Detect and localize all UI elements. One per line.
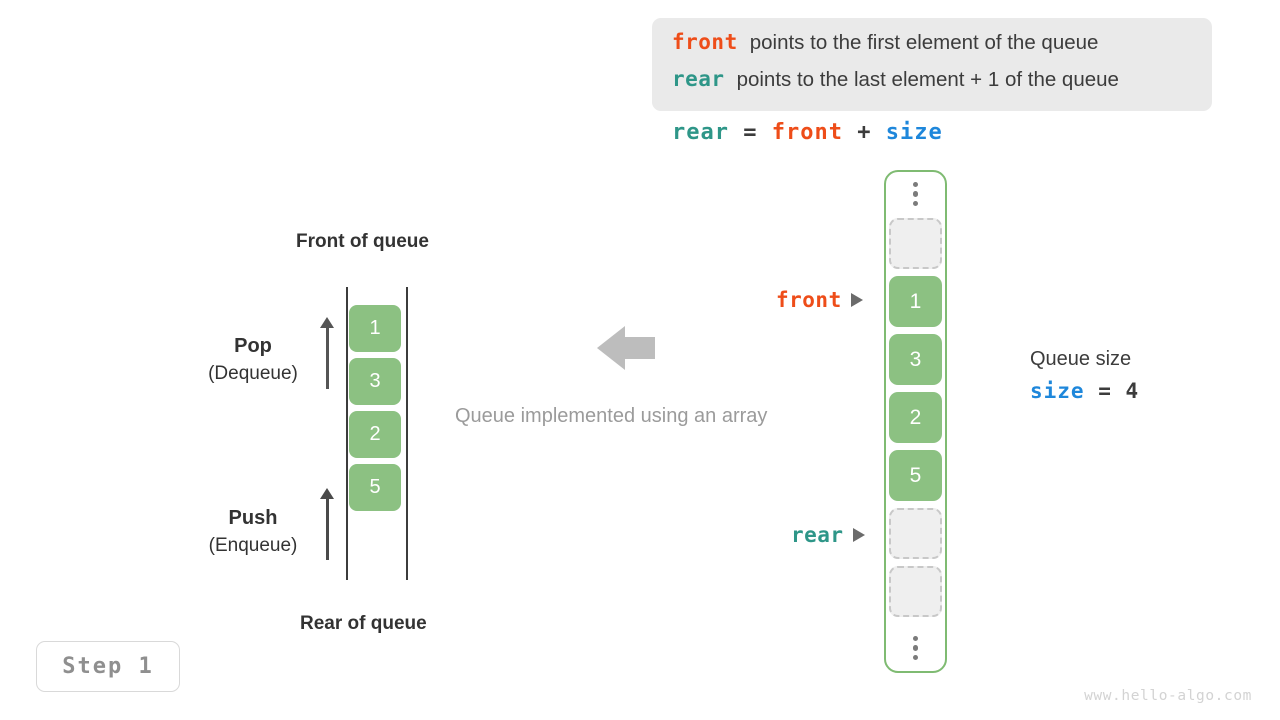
push-label-sub: (Enqueue)	[208, 535, 298, 556]
array-cell-filled: 2	[889, 392, 942, 443]
queue-rail-right	[406, 287, 408, 580]
legend-keyword-front: front	[672, 30, 738, 54]
array-cells: 1 3 2 5	[889, 170, 942, 672]
left-queue-cells: 1 3 2 5	[349, 305, 401, 517]
size-variable: size	[1030, 379, 1085, 403]
front-pointer: front	[776, 288, 863, 312]
formula-front: front	[771, 120, 843, 145]
legend-text-rear: points to the last element + 1 of the qu…	[736, 68, 1119, 91]
ellipsis-dots-icon-bottom	[889, 624, 942, 672]
pop-up-arrow-icon	[320, 317, 334, 389]
arrow-tail	[623, 337, 655, 359]
formula-rear-equals-front-plus-size: rear = front + size	[672, 120, 943, 145]
ellipsis-dots-icon-top	[889, 170, 942, 218]
left-queue-cell: 5	[349, 464, 401, 511]
pop-operation-label: Pop (Dequeue)	[196, 332, 310, 388]
front-pointer-label: front	[776, 288, 842, 312]
array-cell-empty	[889, 508, 942, 559]
legend-line-rear: rear points to the last element + 1 of t…	[672, 67, 1194, 104]
array-cell-empty	[889, 218, 942, 269]
push-label-name: Push	[228, 507, 278, 529]
rear-of-queue-label: Rear of queue	[300, 613, 427, 634]
legend-box: front points to the first element of the…	[652, 18, 1212, 111]
pointer-arrow-icon	[850, 293, 863, 307]
left-queue-cell: 3	[349, 358, 401, 405]
arrow-shaft	[326, 496, 329, 560]
formula-plus: +	[857, 120, 872, 145]
center-caption: Queue implemented using an array	[455, 405, 768, 427]
queue-rail-left	[346, 287, 348, 580]
arrow-head	[320, 488, 334, 499]
array-cell-filled: 5	[889, 450, 942, 501]
pop-label-name: Pop	[234, 335, 272, 357]
rear-pointer-label: rear	[791, 523, 844, 547]
front-of-queue-label: Front of queue	[296, 231, 429, 252]
pop-label-sub: (Dequeue)	[208, 363, 298, 384]
legend-keyword-rear: rear	[672, 67, 725, 91]
arrow-shaft	[326, 325, 329, 389]
legend-line-front: front points to the first element of the…	[672, 30, 1194, 67]
size-equals: =	[1098, 379, 1112, 403]
watermark: www.hello-algo.com	[1084, 688, 1252, 704]
queue-size-title: Queue size	[1030, 348, 1132, 370]
formula-size: size	[885, 120, 943, 145]
array-cell-filled: 3	[889, 334, 942, 385]
left-queue-cell: 2	[349, 411, 401, 458]
array-container	[884, 170, 947, 673]
formula-rear: rear	[672, 120, 729, 145]
push-up-arrow-icon	[320, 488, 334, 560]
size-value: 4	[1125, 379, 1140, 403]
rear-pointer: rear	[791, 523, 865, 547]
pointer-arrow-icon	[852, 528, 865, 542]
formula-equals: =	[743, 120, 758, 145]
arrow-tip	[597, 326, 625, 370]
push-operation-label: Push (Enqueue)	[196, 504, 310, 560]
step-badge: Step 1	[36, 641, 180, 692]
left-pointing-arrow-icon	[597, 326, 655, 370]
arrow-head	[320, 317, 334, 328]
array-cell-filled: 1	[889, 276, 942, 327]
array-cell-empty	[889, 566, 942, 617]
queue-size-expression: size = 4	[1030, 374, 1139, 408]
queue-size-info: Queue size size = 4	[1030, 344, 1139, 408]
left-queue-cell: 1	[349, 305, 401, 352]
legend-text-front: points to the first element of the queue	[749, 31, 1099, 54]
